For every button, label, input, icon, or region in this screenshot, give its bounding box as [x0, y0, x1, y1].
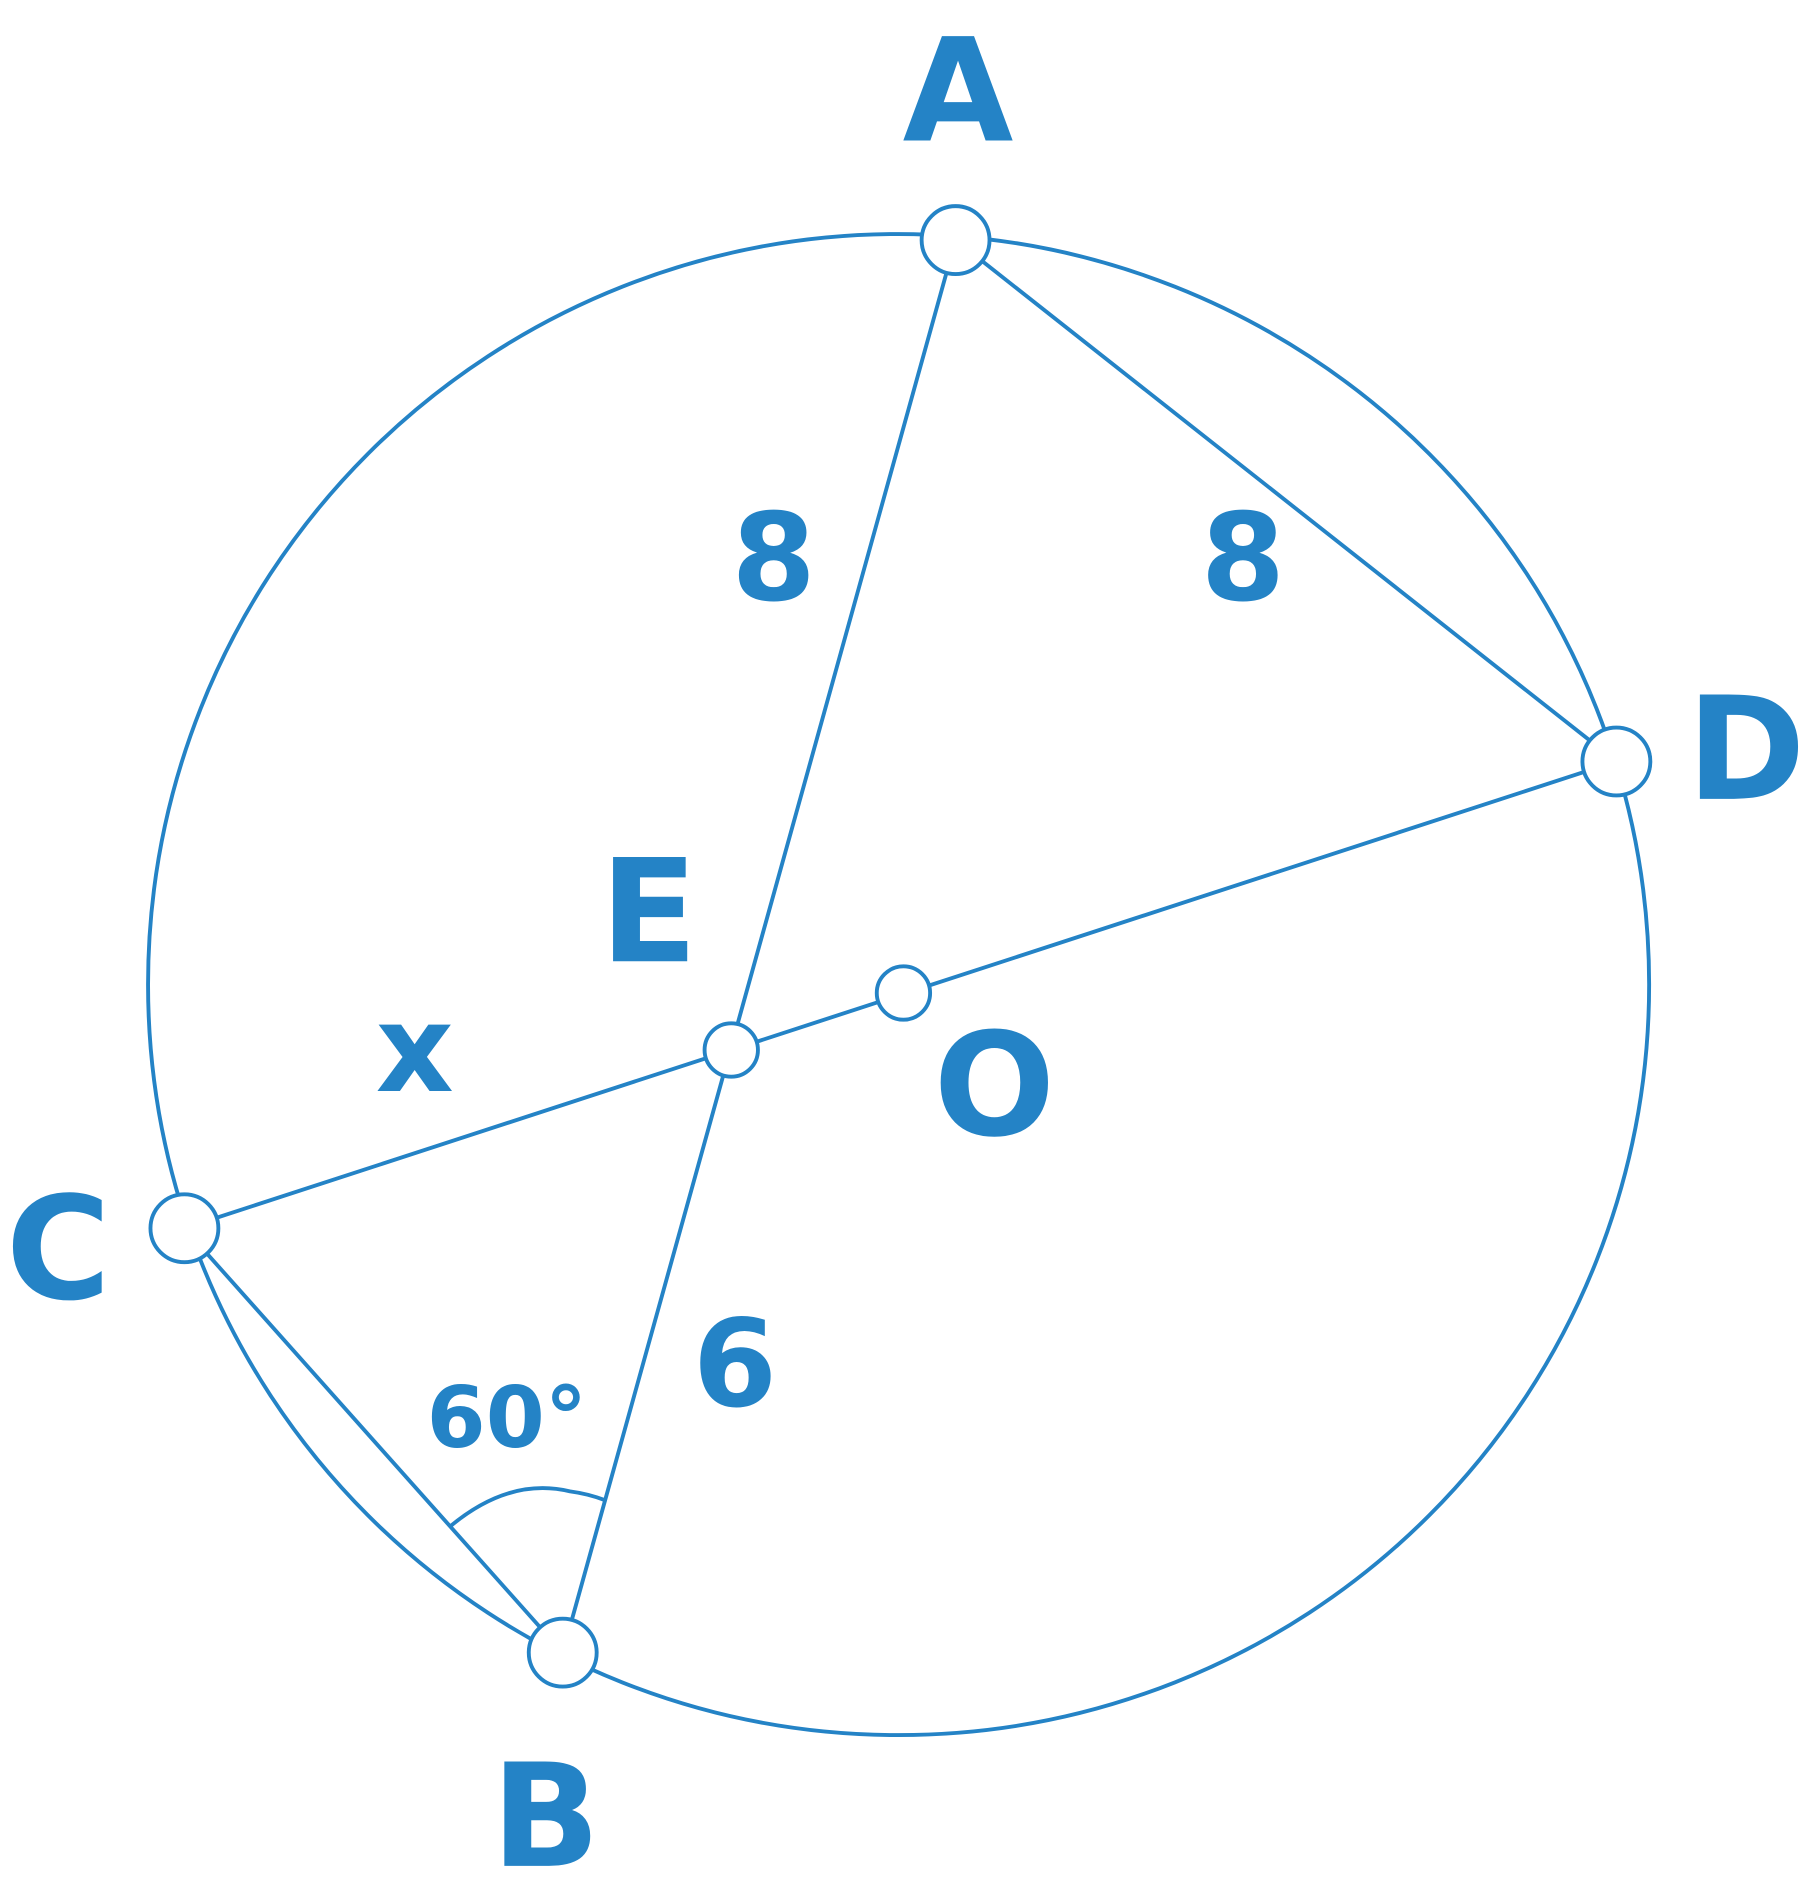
length-EB: 6	[693, 1293, 777, 1435]
label-A: A	[903, 7, 1014, 174]
length-AD: 8	[1201, 487, 1285, 629]
circle	[146, 232, 1652, 1738]
angle-arc-B	[448, 1486, 605, 1529]
length-AE: 8	[732, 487, 816, 629]
point-A	[919, 204, 992, 276]
chord-CB	[182, 1226, 565, 1654]
chord-AD	[954, 238, 1618, 763]
length-CE: x	[376, 978, 454, 1120]
label-E: E	[600, 828, 698, 995]
point-E	[702, 1021, 760, 1079]
label-O: O	[934, 1002, 1056, 1169]
point-C	[148, 1192, 221, 1265]
label-C: C	[6, 1165, 111, 1332]
label-B: B	[491, 1733, 600, 1900]
angle-label-B: 60°	[427, 1369, 588, 1468]
point-B	[526, 1616, 599, 1689]
label-D: D	[1687, 666, 1806, 833]
point-O	[874, 964, 933, 1022]
chord-AB	[560, 239, 958, 1654]
point-D	[1580, 725, 1653, 798]
